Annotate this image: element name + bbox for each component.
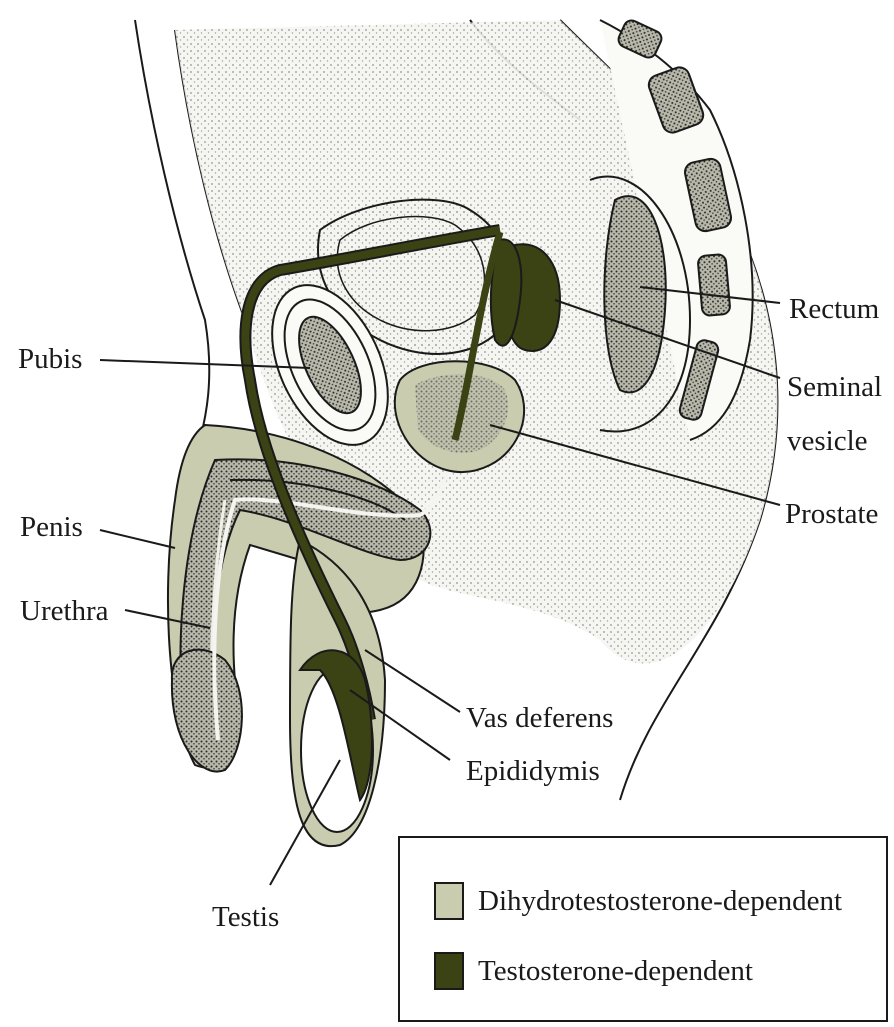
legend-label-dht: Dihydrotestosterone-dependent [478, 885, 842, 918]
epididymis-label: Epididymis [466, 757, 600, 786]
pubis-label: Pubis [18, 345, 82, 374]
rectum-shape [604, 196, 665, 392]
rectum-label: Rectum [789, 295, 879, 324]
legend-item-testosterone: Testosterone-dependent [434, 952, 753, 990]
legend-item-dht: Dihydrotestosterone-dependent [434, 882, 842, 920]
urethra-label: Urethra [20, 597, 109, 626]
vas-deferens-label: Vas deferens [466, 704, 613, 733]
prostate-label: Prostate [785, 500, 878, 529]
legend-swatch-dht [434, 882, 464, 920]
testis-label: Testis [212, 903, 279, 932]
penis-label: Penis [20, 513, 83, 542]
legend-label-testosterone: Testosterone-dependent [478, 955, 753, 988]
legend-box: Dihydrotestosterone-dependent Testostero… [398, 836, 888, 1022]
legend-swatch-testosterone [434, 952, 464, 990]
seminal-vesicle-label-line1: Seminal [787, 373, 882, 402]
seminal-vesicle-label-line2: vesicle [787, 427, 868, 456]
